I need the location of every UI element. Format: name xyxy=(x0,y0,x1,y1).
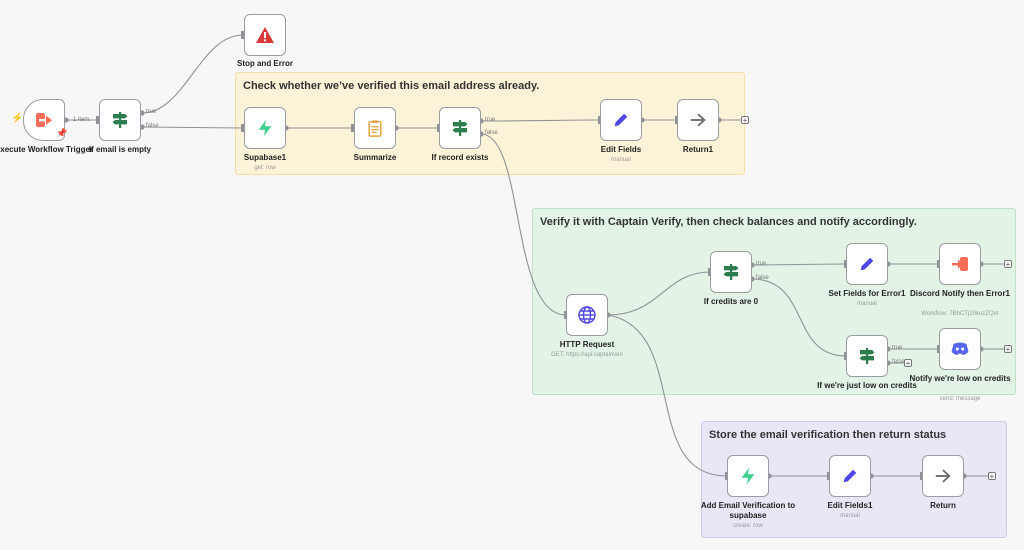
add-node-button[interactable]: + xyxy=(741,116,749,125)
node-label: If credits are 0 xyxy=(703,297,759,306)
node-label: Set Fields for Error1 xyxy=(828,289,906,298)
sign-out-icon xyxy=(34,110,54,130)
node-subtitle: manual xyxy=(840,513,860,519)
pencil-icon xyxy=(612,111,630,129)
signpost-icon xyxy=(721,262,741,282)
port-label-false: false xyxy=(892,359,905,365)
node-subtitle: send: message xyxy=(939,396,981,402)
node-label: Return1 xyxy=(682,145,714,154)
node-stop-and-error[interactable] xyxy=(244,14,286,56)
node-supabase1[interactable] xyxy=(244,107,286,149)
node-label: Edit Fields xyxy=(600,145,642,154)
node-set-fields-for-error[interactable] xyxy=(846,243,888,285)
node-label: Return xyxy=(930,501,956,510)
node-notify-low-credits[interactable] xyxy=(939,328,981,370)
node-label: Discord Notify then Error1 xyxy=(909,289,1010,298)
sticky-note-text: Check whether we’ve verified this email … xyxy=(243,80,540,92)
signpost-icon xyxy=(110,110,130,130)
port-label-true: true xyxy=(892,345,903,351)
add-node-button[interactable]: + xyxy=(988,472,996,481)
port-label-false: false xyxy=(146,123,159,129)
clipboard-icon xyxy=(366,119,384,137)
port-label-true: true xyxy=(146,109,157,115)
signpost-icon xyxy=(857,346,877,366)
node-label: Execute Workflow Trigger xyxy=(0,145,94,154)
node-subtitle: GET: https://api.captainveri xyxy=(551,352,623,358)
node-edit-fields[interactable] xyxy=(600,99,642,141)
add-node-button[interactable]: + xyxy=(1004,345,1012,354)
node-execute-workflow-trigger[interactable] xyxy=(23,99,65,141)
arrow-right-icon xyxy=(689,111,707,129)
port-label-true: true xyxy=(756,261,767,267)
item-count-label: 1 item xyxy=(73,117,90,123)
node-label: If email is empty xyxy=(88,145,152,154)
sticky-note-text: Verify it with Captain Verify, then chec… xyxy=(540,216,917,228)
node-subtitle: Workflow: 7BhCTj29kuzZQet xyxy=(921,311,999,317)
pin-icon: 📌 xyxy=(56,128,68,138)
node-summarize[interactable] xyxy=(354,107,396,149)
node-label: Supabase1 xyxy=(243,153,287,162)
trigger-bolt-icon: ⚡ xyxy=(11,113,24,124)
add-node-button[interactable]: + xyxy=(904,359,912,368)
node-if-email-empty[interactable] xyxy=(99,99,141,141)
node-discord-notify-then-error[interactable] xyxy=(939,243,981,285)
node-add-email-verification[interactable] xyxy=(727,455,769,497)
node-label: HTTP Request xyxy=(559,340,615,349)
sticky-note-text: Store the email verification then return… xyxy=(709,429,947,441)
node-label: Add Email Verification to supabase xyxy=(700,501,796,520)
sign-in-icon xyxy=(950,254,970,274)
node-subtitle: create: row xyxy=(733,523,763,529)
node-http-request[interactable] xyxy=(566,294,608,336)
node-label: Notify we're low on credits xyxy=(909,374,1011,383)
globe-icon xyxy=(577,305,597,325)
port-label-true: true xyxy=(485,117,496,123)
warning-icon xyxy=(255,25,275,45)
pencil-icon xyxy=(858,255,876,273)
node-if-credits-zero[interactable] xyxy=(710,251,752,293)
port-label-false: false xyxy=(756,275,769,281)
node-label: Summarize xyxy=(353,153,397,162)
node-return[interactable] xyxy=(922,455,964,497)
discord-icon xyxy=(950,339,970,359)
node-edit-fields1[interactable] xyxy=(829,455,871,497)
supabase-icon xyxy=(739,467,757,485)
node-return1[interactable] xyxy=(677,99,719,141)
arrow-right-icon xyxy=(934,467,952,485)
add-node-button[interactable]: + xyxy=(1004,260,1012,269)
node-label: If we're just low on credits xyxy=(817,381,917,390)
signpost-icon xyxy=(450,118,470,138)
connection-if-email-true-to-stop xyxy=(141,34,244,114)
supabase-icon xyxy=(256,119,274,137)
node-if-record-exists[interactable] xyxy=(439,107,481,149)
port-label-false: false xyxy=(485,130,498,136)
node-subtitle: manual xyxy=(611,157,631,163)
pencil-icon xyxy=(841,467,859,485)
node-label: If record exists xyxy=(431,153,489,162)
node-label: Stop and Error xyxy=(236,59,293,68)
node-subtitle: manual xyxy=(857,301,877,307)
node-if-low-credits[interactable] xyxy=(846,335,888,377)
node-subtitle: get: row xyxy=(254,165,276,171)
node-label: Edit Fields1 xyxy=(827,501,873,510)
